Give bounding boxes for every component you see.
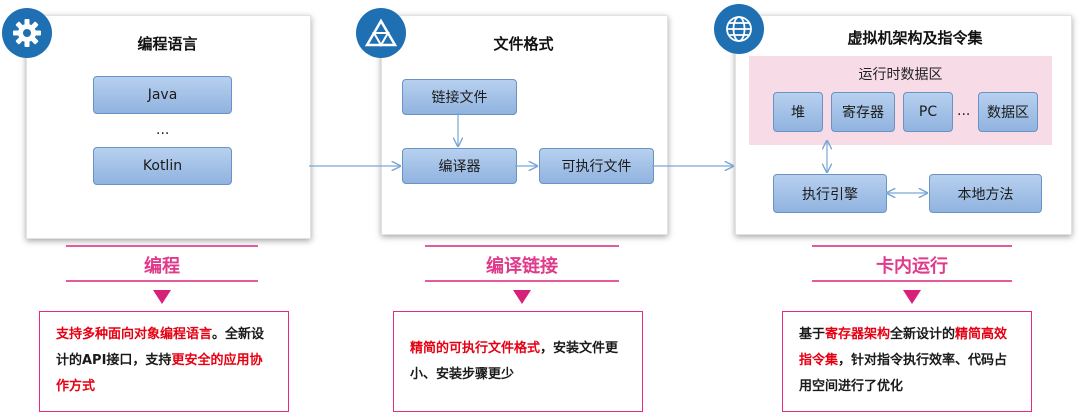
caption-1-bottom-line <box>66 280 258 282</box>
caption-programming: 编程 <box>144 256 180 277</box>
data-area-box: 数据区 <box>978 92 1038 132</box>
caption-2-top-line <box>425 245 619 247</box>
panel-title-file-format: 文件格式 <box>493 35 554 53</box>
caption-2-bottom-line <box>425 280 619 282</box>
java-box: Java <box>93 76 232 114</box>
down-triangle-icon <box>153 290 171 304</box>
gear-icon <box>2 8 52 58</box>
description-on-card-execution: 基于寄存器架构全新设计的精简高效指令集，针对指令执行效率、代码占用空间进行了优化 <box>782 311 1032 412</box>
ellipsis-text: ... <box>156 122 170 138</box>
description-compile-link: 精简的可执行文件格式，安装文件更小、安装步骤更少 <box>393 311 643 412</box>
vm-ellipsis-text: ... <box>957 103 971 119</box>
native-method-box: 本地方法 <box>929 174 1042 213</box>
runtime-data-area-label: 运行时数据区 <box>858 67 943 83</box>
globe-icon <box>714 4 764 54</box>
compiler-box: 编译器 <box>402 148 517 184</box>
caption-3-bottom-line <box>812 280 1012 282</box>
panel-programming-language <box>26 15 311 239</box>
caption-1-top-line <box>66 245 258 247</box>
heap-box: 堆 <box>773 92 823 132</box>
caption-on-card-execution: 卡内运行 <box>876 256 948 277</box>
panel-title-programming-language: 编程语言 <box>137 35 198 53</box>
triangle-logo-icon <box>356 8 406 58</box>
registers-box: 寄存器 <box>831 92 895 132</box>
panel-file-format <box>381 15 668 235</box>
down-triangle-icon <box>513 290 531 304</box>
caption-compile-link: 编译链接 <box>486 256 558 277</box>
kotlin-box: Kotlin <box>93 147 232 185</box>
panel-title-vm-architecture: 虚拟机架构及指令集 <box>847 29 983 47</box>
caption-3-top-line <box>812 245 1012 247</box>
executable-file-box: 可执行文件 <box>539 148 654 184</box>
link-file-box: 链接文件 <box>402 79 517 115</box>
pc-box: PC <box>903 92 953 132</box>
down-triangle-icon <box>903 290 921 304</box>
description-programming: 支持多种面向对象编程语言。全新设计的API接口，支持更安全的应用协作方式 <box>39 311 289 412</box>
execution-engine-box: 执行引擎 <box>773 174 887 213</box>
